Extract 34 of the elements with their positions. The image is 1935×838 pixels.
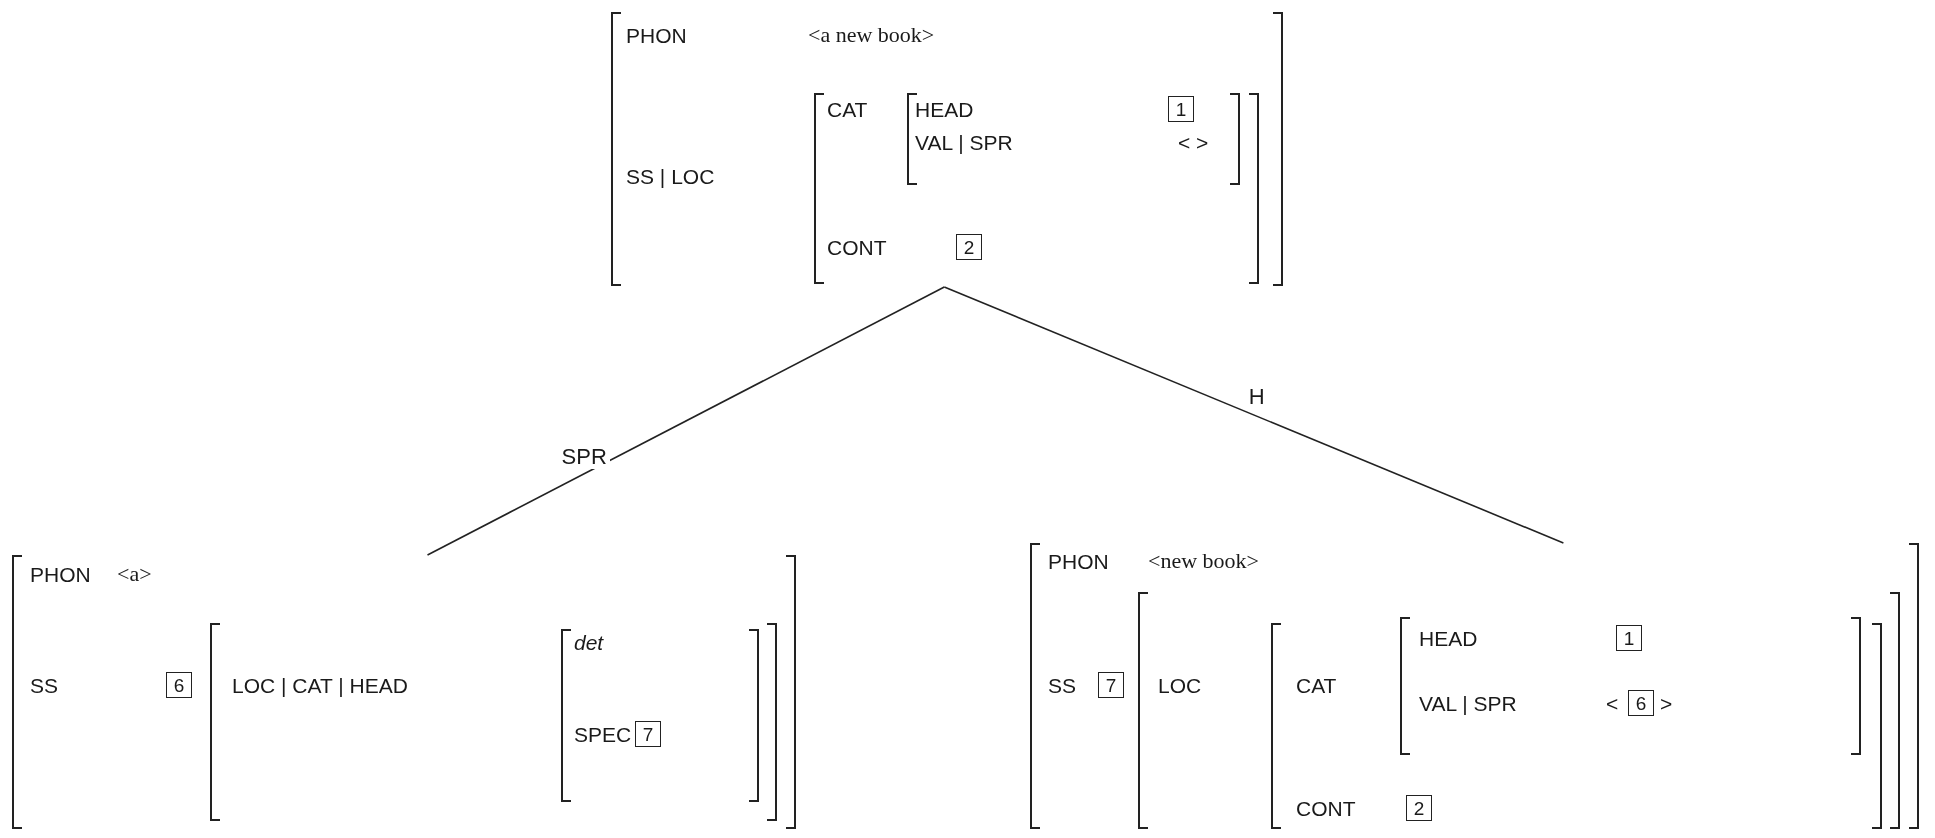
feature-label: LOC | CAT | HEAD bbox=[232, 674, 408, 696]
boxed-tag: 1 bbox=[1616, 625, 1642, 651]
feature-label: PHON bbox=[30, 563, 91, 585]
feature-label: CONT bbox=[1296, 797, 1356, 819]
feature-label: PHON bbox=[1048, 550, 1109, 572]
feature-label: SPEC bbox=[574, 723, 632, 745]
type-label: det bbox=[574, 631, 604, 653]
phonology-value: <a new book> bbox=[808, 24, 935, 46]
boxed-tag: 6 bbox=[166, 672, 192, 698]
boxed-tag: 2 bbox=[1406, 795, 1432, 821]
feature-label: SS bbox=[1048, 674, 1076, 696]
value-text: < > bbox=[1178, 131, 1209, 153]
value-text: < bbox=[1606, 692, 1619, 714]
boxed-tag: 7 bbox=[635, 721, 661, 747]
feature-label: CAT bbox=[1296, 674, 1337, 696]
feature-label: LOC bbox=[1158, 674, 1202, 696]
tree-branch bbox=[426, 286, 946, 556]
tree-branch bbox=[943, 286, 1565, 544]
boxed-tag: 2 bbox=[956, 234, 982, 260]
phonology-value: <new book> bbox=[1148, 550, 1259, 572]
phonology-value: <a> bbox=[117, 563, 152, 585]
feature-label: HEAD bbox=[915, 98, 974, 120]
feature-label: CAT bbox=[827, 98, 868, 120]
boxed-tag: 6 bbox=[1628, 690, 1654, 716]
boxed-tag: 1 bbox=[1168, 96, 1194, 122]
feature-label: HEAD bbox=[1419, 627, 1478, 649]
feature-label: VAL | SPR bbox=[915, 131, 1013, 153]
feature-label: SS bbox=[30, 674, 58, 696]
feature-label: PHON bbox=[626, 24, 687, 46]
boxed-tag: 7 bbox=[1098, 672, 1124, 698]
value-text: > bbox=[1660, 692, 1673, 714]
feature-label: CONT bbox=[827, 236, 887, 258]
feature-label: VAL | SPR bbox=[1419, 692, 1517, 714]
feature-label: SS | LOC bbox=[626, 165, 715, 187]
